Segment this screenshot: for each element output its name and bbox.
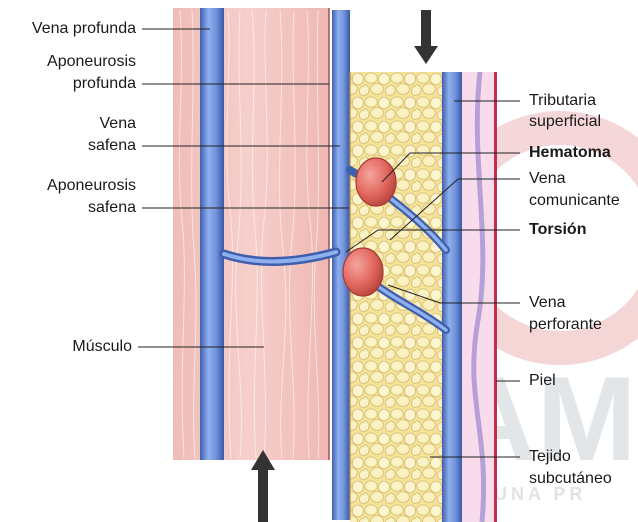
label-vena-comunicante-line2: comunicante xyxy=(529,191,620,211)
label-vena-safena-line1: Vena xyxy=(4,114,136,134)
label-aponeurosis-profunda-line2: profunda xyxy=(4,74,136,94)
hematoma-bottom xyxy=(343,248,383,296)
label-tributaria-line1: Tributaria xyxy=(529,91,596,111)
label-vena-comunicante-line1: Vena xyxy=(529,169,565,189)
hematoma-top xyxy=(356,158,396,206)
label-vena-perforante-line1: Vena xyxy=(529,293,565,313)
label-hematoma: Hematoma xyxy=(529,143,611,163)
label-aponeurosis-profunda-line1: Aponeurosis xyxy=(4,52,136,72)
muscle-layer xyxy=(173,8,329,460)
label-vena-safena-line2: safena xyxy=(4,136,136,156)
label-tejido-line1: Tejido xyxy=(529,447,571,467)
label-musculo: Músculo xyxy=(4,337,132,357)
superficial-tributary-vein xyxy=(442,72,462,522)
label-vena-perforante-line2: perforante xyxy=(529,315,602,335)
label-tejido-line2: subcutáneo xyxy=(529,469,612,489)
skin-layer xyxy=(462,72,497,522)
label-piel: Piel xyxy=(529,371,556,391)
deep-vein xyxy=(200,8,224,460)
label-vena-profunda: Vena profunda xyxy=(4,19,136,39)
label-tributaria-line2: superficial xyxy=(529,112,601,132)
label-aponeurosis-safena-line1: Aponeurosis xyxy=(4,176,136,196)
label-aponeurosis-safena-line2: safena xyxy=(4,198,136,218)
arrow-up-icon xyxy=(251,450,275,522)
arrow-down-icon xyxy=(414,10,438,64)
label-torsion: Torsión xyxy=(529,220,586,240)
